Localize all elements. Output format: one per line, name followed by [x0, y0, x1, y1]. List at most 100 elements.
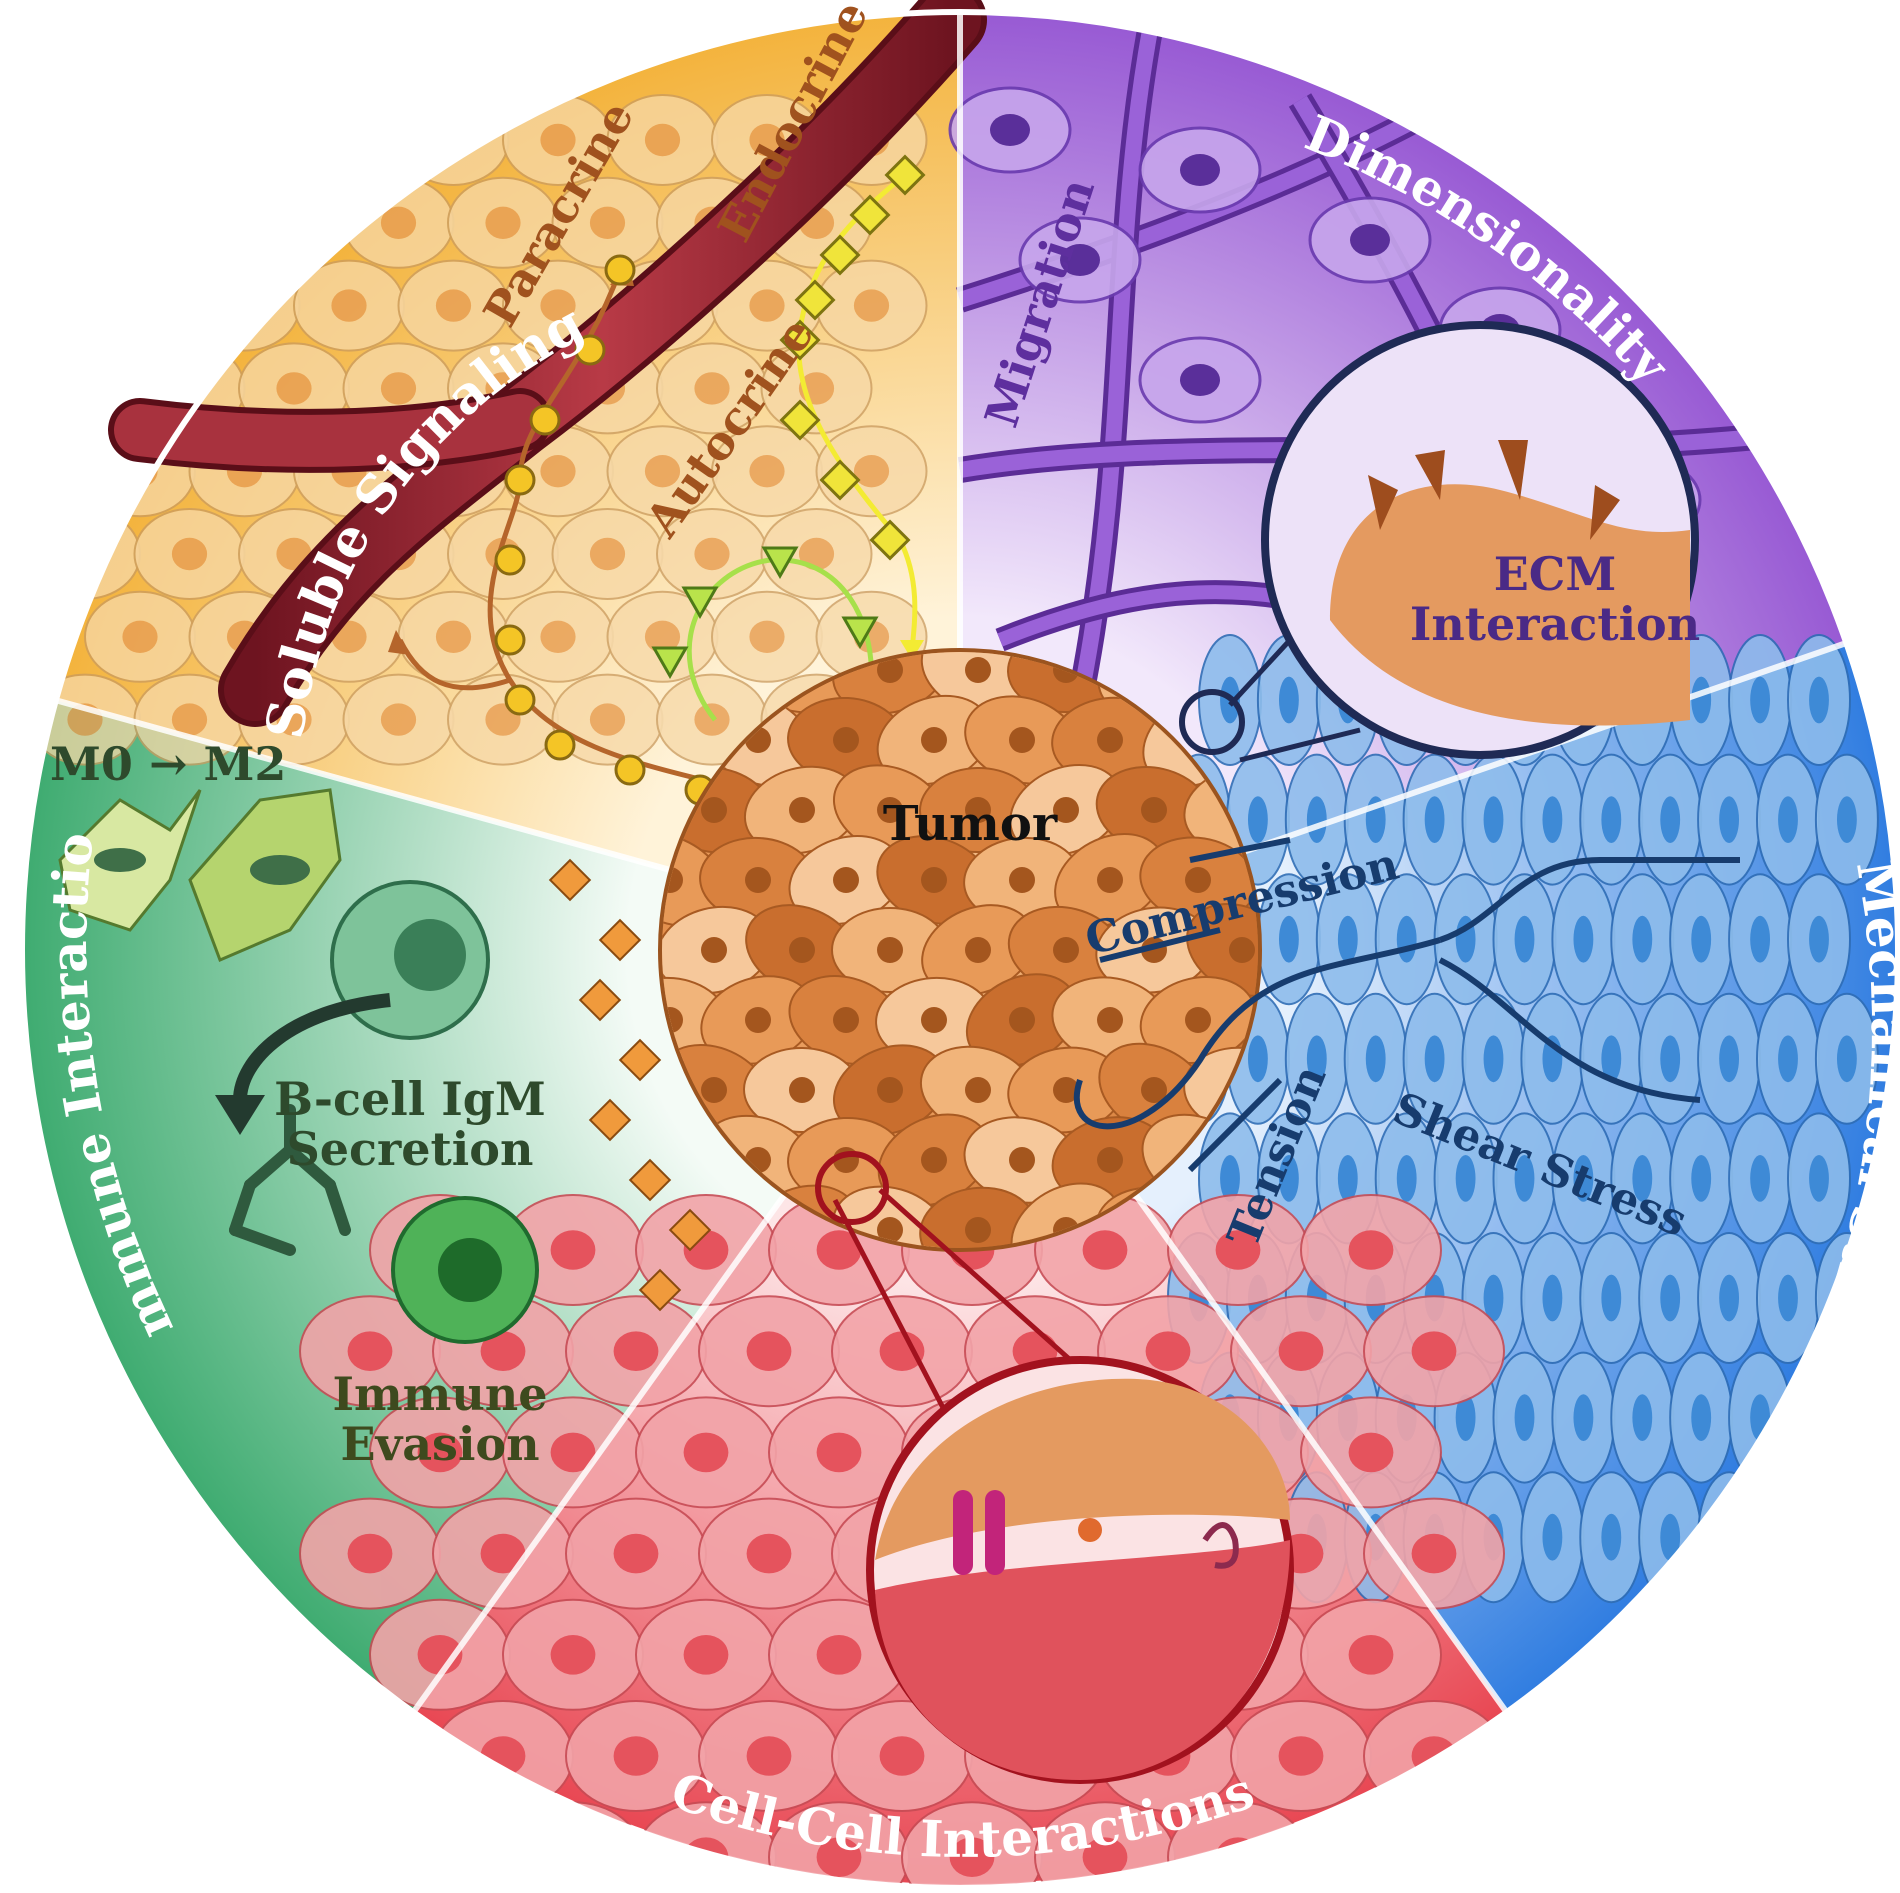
- epithelial-cell: [1814, 992, 1879, 1125]
- antibody-molecule: [628, 1158, 672, 1202]
- tumor-cell: [662, 905, 773, 995]
- autocrine-molecule: [681, 586, 719, 620]
- stromal-cell: [1138, 336, 1262, 424]
- tissue-cell: [293, 259, 405, 352]
- epithelial-cell: [1814, 1471, 1879, 1604]
- epithelial-cell: [1669, 873, 1734, 1006]
- epithelial-cell: [1638, 1232, 1703, 1364]
- endocrine-molecules: [779, 154, 926, 561]
- tissue-cell: [133, 508, 246, 600]
- epithelial-cell: [1610, 1351, 1675, 1484]
- neighbor-cell: [1300, 1598, 1442, 1711]
- tissue-cell: [342, 673, 455, 766]
- epithelial-cell: [1787, 1112, 1851, 1245]
- epithelial-cell: [1756, 1232, 1820, 1364]
- neighbor-cell: [698, 1700, 840, 1812]
- signal-molecule: [614, 754, 646, 786]
- tissue-cell: [84, 259, 196, 352]
- tumor-cell: [1095, 766, 1213, 854]
- tissue-cell: [711, 590, 823, 683]
- tissue-cell: [551, 508, 664, 600]
- stromal-cell: [1138, 126, 1262, 214]
- hormone-molecule: [819, 459, 861, 501]
- epithelial-cell: [1492, 873, 1557, 1006]
- epithelial-cell: [1551, 1112, 1616, 1245]
- epithelial-cell: [1402, 753, 1467, 886]
- tissue-cell: [760, 508, 873, 600]
- tissue-cell: [293, 94, 405, 186]
- neighbor-cell: [299, 1497, 441, 1610]
- antibody-molecule: [548, 858, 592, 902]
- epithelial-cell: [1461, 753, 1526, 886]
- ecm-label-line2: Interaction: [1410, 597, 1700, 651]
- epithelial-cell: [1520, 1232, 1585, 1364]
- tumor-cell: [743, 1046, 861, 1134]
- epithelial-cell: [1814, 753, 1879, 886]
- neighbor-cell: [698, 1295, 840, 1408]
- epithelial-cell: [1669, 1112, 1734, 1245]
- signal-molecule: [604, 254, 636, 286]
- tissue-cell: [342, 176, 455, 269]
- hormone-molecule: [884, 154, 926, 196]
- tumor-cell: [919, 766, 1037, 854]
- tissue-cell: [397, 259, 510, 352]
- blood-vessel: [108, 0, 987, 727]
- signal-molecule: [574, 334, 606, 366]
- antibody-molecule: [618, 1038, 662, 1082]
- neighbor-cell: [1230, 1700, 1372, 1812]
- tissue-cell: [133, 176, 246, 269]
- macrophage-label: M0 → M2: [50, 737, 286, 791]
- cell-cell-zoom-inset: [815, 1151, 1294, 1784]
- tumor-cell: [1139, 836, 1257, 924]
- neighbor-cell: [635, 1598, 777, 1711]
- tissue-cell: [84, 94, 196, 186]
- epithelial-cell: [1492, 1112, 1557, 1245]
- tumor-cell: [699, 836, 817, 924]
- epithelial-cell: [1638, 753, 1703, 886]
- antibody-molecule: [638, 1268, 682, 1312]
- antibody-molecule: [668, 1208, 712, 1252]
- signal-molecule: [494, 624, 526, 656]
- epithelial-cell: [1551, 873, 1616, 1006]
- tissue-cell: [606, 94, 719, 186]
- tissue-cell: [188, 94, 301, 186]
- neighbor-cell: [1230, 1295, 1372, 1408]
- autocrine-molecule: [651, 646, 689, 680]
- neighbor-cell: [565, 1497, 707, 1610]
- epithelial-cell: [1579, 992, 1644, 1125]
- neighbor-cell: [1167, 1194, 1309, 1306]
- epithelial-cell: [1579, 753, 1644, 886]
- bcell-label-line1: B-cell IgM: [274, 1072, 546, 1126]
- epithelial-cell: [1520, 753, 1585, 886]
- tumor-cell: [1051, 1116, 1169, 1204]
- epithelial-cell: [1638, 992, 1703, 1125]
- signal-molecule: [504, 684, 536, 716]
- tissue-cell: [188, 259, 301, 352]
- mechanical-arrows: [1073, 837, 1740, 1173]
- epithelial-cell: [1315, 873, 1380, 1006]
- neighbor-cell: [1363, 1497, 1505, 1610]
- immune-cells: [58, 788, 539, 1344]
- neighbor-cell: [1300, 1194, 1442, 1306]
- epithelial-cell: [1579, 1471, 1644, 1604]
- evasion-label-line2: Evasion: [340, 1417, 539, 1471]
- tissue-cell: [447, 176, 559, 269]
- epithelial-cell: [1697, 992, 1762, 1125]
- neighbor-cell: [635, 1396, 777, 1509]
- epithelial-cell: [1284, 992, 1349, 1125]
- igm-molecules: [548, 858, 712, 1312]
- neighbor-cell: [369, 1801, 511, 1888]
- tissue-cell: [29, 176, 141, 269]
- hormone-molecule: [779, 319, 821, 361]
- epithelial-cell: [1697, 753, 1762, 886]
- neighbor-cell: [698, 1497, 840, 1610]
- neighbor-cell: [565, 1295, 707, 1408]
- neighbor-cell: [565, 1700, 707, 1812]
- ecm-zoom-inset: [1179, 321, 1699, 763]
- hormone-molecule: [849, 194, 891, 236]
- epithelial-cell: [1728, 1112, 1793, 1245]
- epithelial-cell: [1579, 1232, 1644, 1364]
- epithelial-cell: [1787, 873, 1851, 1006]
